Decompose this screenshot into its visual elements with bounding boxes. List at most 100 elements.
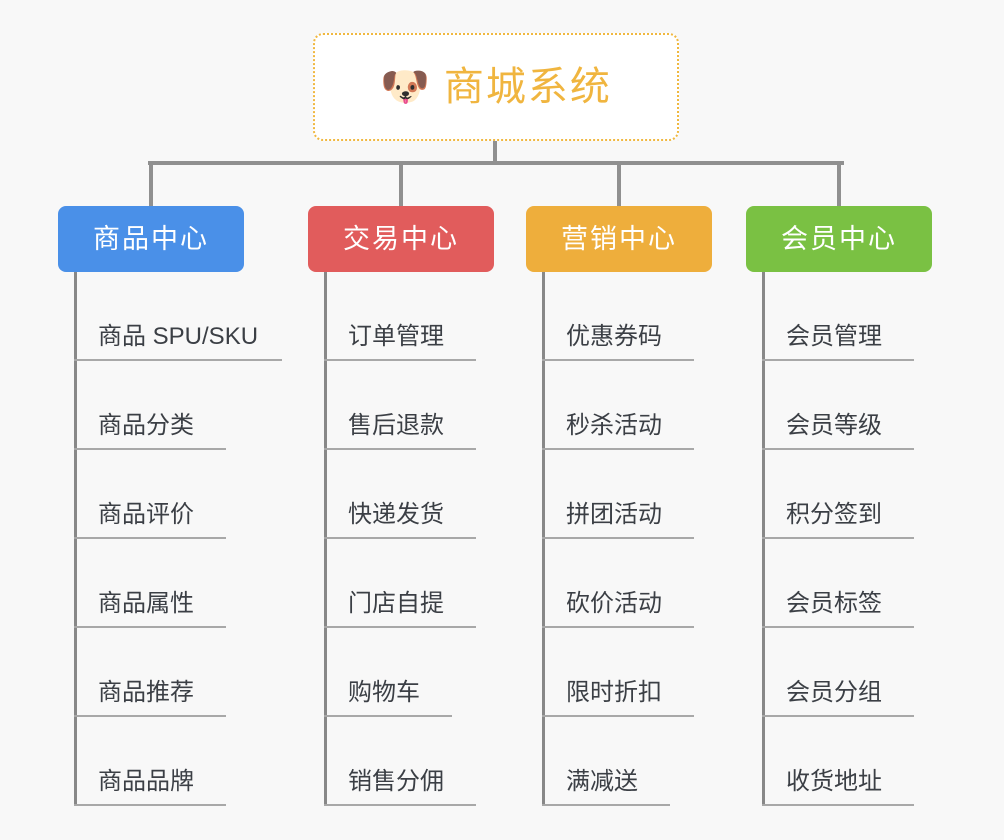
leaf-label: 商品 SPU/SKU (98, 323, 259, 350)
leaf-item[interactable]: 售后退款 (308, 361, 476, 450)
leaf-item[interactable]: 收货地址 (746, 717, 914, 806)
leaf-underline (542, 626, 694, 628)
column-trade-center: 交易中心订单管理售后退款快递发货门店自提购物车销售分佣 (308, 206, 494, 806)
leaf-item[interactable]: 订单管理 (308, 272, 476, 361)
leaf-label: 满减送 (566, 768, 638, 795)
leaf-item[interactable]: 商品 SPU/SKU (58, 272, 282, 361)
leaf-label: 积分签到 (786, 501, 882, 528)
leaf-item[interactable]: 积分签到 (746, 450, 914, 539)
leaf-label: 门店自提 (348, 590, 444, 617)
leaf-underline (762, 359, 914, 361)
connector-root-stem (493, 141, 497, 165)
leaf-item[interactable]: 秒杀活动 (526, 361, 694, 450)
leaf-underline (74, 448, 226, 450)
leaf-item[interactable]: 限时折扣 (526, 628, 694, 717)
leaf-underline (762, 715, 914, 717)
category-box-marketing-center[interactable]: 营销中心 (526, 206, 712, 272)
leaf-list-member-center: 会员管理会员等级积分签到会员标签会员分组收货地址 (746, 272, 914, 806)
leaf-item[interactable]: 门店自提 (308, 539, 476, 628)
column-spine-member-center (762, 272, 765, 806)
leaf-item[interactable]: 拼团活动 (526, 450, 694, 539)
leaf-underline (74, 359, 282, 361)
leaf-underline (542, 359, 694, 361)
leaf-item[interactable]: 销售分佣 (308, 717, 476, 806)
leaf-label: 购物车 (348, 679, 420, 706)
leaf-item[interactable]: 商品分类 (58, 361, 268, 450)
leaf-list-product-center: 商品 SPU/SKU 商品分类商品评价商品属性商品推荐商品品牌 (58, 272, 282, 806)
leaf-list-trade-center: 订单管理售后退款快递发货门店自提购物车销售分佣 (308, 272, 476, 806)
leaf-label: 商品推荐 (98, 679, 194, 706)
leaf-label: 会员等级 (786, 412, 882, 439)
leaf-underline (74, 804, 226, 806)
leaf-label: 快递发货 (348, 501, 444, 528)
connector-drop-product-center (149, 161, 153, 208)
connector-drop-trade-center (399, 161, 403, 208)
column-spine-marketing-center (542, 272, 545, 806)
shiba-dog-icon: 🐶 (380, 65, 430, 109)
leaf-item[interactable]: 商品属性 (58, 539, 268, 628)
column-spine-product-center (74, 272, 77, 806)
category-box-trade-center[interactable]: 交易中心 (308, 206, 494, 272)
leaf-item[interactable]: 会员等级 (746, 361, 914, 450)
category-label-product-center: 商品中心 (93, 223, 209, 254)
leaf-label: 订单管理 (348, 323, 444, 350)
connector-drop-marketing-center (617, 161, 621, 208)
root-node-shop-system[interactable]: 🐶 商城系统 (313, 33, 679, 141)
leaf-label: 会员分组 (786, 679, 882, 706)
column-product-center: 商品中心商品 SPU/SKU 商品分类商品评价商品属性商品推荐商品品牌 (58, 206, 282, 806)
leaf-label: 商品品牌 (98, 768, 194, 795)
leaf-item[interactable]: 商品推荐 (58, 628, 268, 717)
leaf-item[interactable]: 商品评价 (58, 450, 268, 539)
leaf-item[interactable]: 会员管理 (746, 272, 914, 361)
category-label-member-center: 会员中心 (781, 223, 897, 254)
leaf-label: 商品属性 (98, 590, 194, 617)
leaf-label: 拼团活动 (566, 501, 662, 528)
leaf-label: 售后退款 (348, 412, 444, 439)
category-label-trade-center: 交易中心 (343, 223, 459, 254)
leaf-underline (74, 715, 226, 717)
leaf-underline (324, 804, 476, 806)
leaf-underline (762, 626, 914, 628)
leaf-item[interactable]: 快递发货 (308, 450, 476, 539)
leaf-item[interactable]: 商品品牌 (58, 717, 268, 806)
leaf-label: 商品分类 (98, 412, 194, 439)
leaf-label: 砍价活动 (566, 590, 662, 617)
connector-drop-member-center (837, 161, 841, 208)
column-member-center: 会员中心会员管理会员等级积分签到会员标签会员分组收货地址 (746, 206, 932, 806)
root-node-title: 商城系统 (443, 65, 612, 109)
leaf-label: 销售分佣 (348, 768, 444, 795)
leaf-item[interactable]: 会员分组 (746, 628, 914, 717)
leaf-item[interactable]: 购物车 (308, 628, 454, 717)
leaf-underline (762, 804, 914, 806)
column-spine-trade-center (324, 272, 327, 806)
leaf-item[interactable]: 砍价活动 (526, 539, 694, 628)
category-label-marketing-center: 营销中心 (561, 223, 677, 254)
leaf-underline (542, 715, 694, 717)
leaf-underline (74, 537, 226, 539)
leaf-underline (542, 804, 670, 806)
leaf-label: 会员标签 (786, 590, 882, 617)
leaf-underline (762, 537, 914, 539)
column-marketing-center: 营销中心优惠券码秒杀活动拼团活动砍价活动限时折扣满减送 (526, 206, 712, 806)
leaf-label: 优惠券码 (566, 323, 662, 350)
leaf-underline (324, 715, 452, 717)
leaf-underline (542, 448, 694, 450)
leaf-list-marketing-center: 优惠券码秒杀活动拼团活动砍价活动限时折扣满减送 (526, 272, 694, 806)
category-box-product-center[interactable]: 商品中心 (58, 206, 244, 272)
leaf-underline (324, 448, 476, 450)
leaf-underline (324, 537, 476, 539)
leaf-underline (762, 448, 914, 450)
leaf-underline (324, 359, 476, 361)
leaf-underline (324, 626, 476, 628)
leaf-label: 限时折扣 (566, 679, 662, 706)
category-box-member-center[interactable]: 会员中心 (746, 206, 932, 272)
leaf-item[interactable]: 会员标签 (746, 539, 914, 628)
connector-horizontal-bus (148, 161, 844, 165)
leaf-label: 秒杀活动 (566, 412, 662, 439)
leaf-item[interactable]: 优惠券码 (526, 272, 694, 361)
leaf-item[interactable]: 满减送 (526, 717, 672, 806)
leaf-label: 收货地址 (786, 768, 882, 795)
leaf-label: 会员管理 (786, 323, 882, 350)
leaf-label: 商品评价 (98, 501, 194, 528)
